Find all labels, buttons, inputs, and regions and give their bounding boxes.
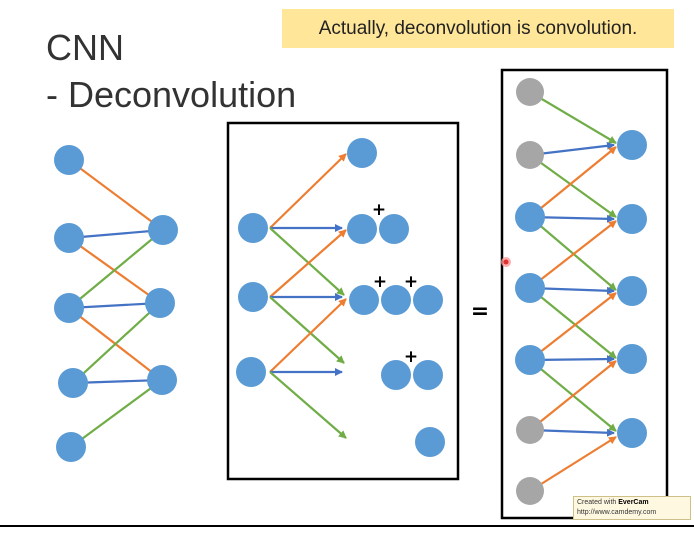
connection-arrow [269, 296, 345, 364]
middle-output-node [379, 214, 409, 244]
left-input-node [54, 145, 84, 175]
left-output-node [145, 288, 175, 318]
left-input-node [56, 432, 86, 462]
right-padding-node [516, 416, 544, 444]
connection-arrow [269, 298, 347, 373]
plus-sign: + [404, 347, 418, 367]
equals-sign: = [471, 299, 489, 324]
watermark-prefix: Created with [577, 499, 619, 506]
connection-arrow [269, 227, 345, 296]
watermark-url: http://www.camdemy.com [577, 509, 657, 516]
middle-panel-box [226, 121, 460, 481]
evercam-watermark: Created with EverCam http://www.camdemy.… [573, 496, 691, 520]
right-output-node [617, 344, 647, 374]
right-output-node [617, 418, 647, 448]
left-nodes [54, 145, 178, 462]
middle-input-node [236, 357, 266, 387]
connection-arrow [529, 154, 617, 218]
connection-arrow [269, 153, 347, 229]
plus-sign: + [404, 272, 418, 292]
middle-input-node [238, 282, 268, 312]
middle-input-node [238, 213, 268, 243]
right-padding-node [516, 477, 544, 505]
middle-connections [269, 153, 347, 439]
callout-note: Actually, deconvolution is convolution. [282, 9, 674, 48]
right-input-node [515, 345, 545, 375]
laser-pointer-dot [503, 259, 509, 265]
connection-arrow [68, 229, 164, 309]
middle-output-node [349, 285, 379, 315]
left-output-node [147, 365, 177, 395]
connection-arrow [529, 292, 617, 361]
connection-arrow [529, 146, 617, 218]
right-output-node [617, 130, 647, 160]
left-input-node [54, 293, 84, 323]
left-output-node [148, 215, 178, 245]
connection-arrow [70, 379, 163, 448]
left-input-node [54, 223, 84, 253]
right-nodes [515, 78, 647, 505]
connection-arrow [269, 229, 347, 298]
middle-output-node [347, 214, 377, 244]
middle-output-node [381, 285, 411, 315]
left-input-node [58, 368, 88, 398]
connection-arrow [529, 287, 617, 359]
connection-arrow [68, 228, 164, 240]
slide-title-line2: - Deconvolution [46, 74, 297, 115]
connection-arrow [529, 91, 617, 144]
middle-output-node [381, 360, 411, 390]
left-connections [68, 159, 164, 448]
connection-arrow [269, 371, 347, 439]
right-input-node [515, 202, 545, 232]
middle-nodes [236, 138, 445, 457]
slide-title-line1: CNN [46, 27, 124, 68]
right-output-node [617, 204, 647, 234]
right-padding-node [516, 141, 544, 169]
connection-arrow [529, 141, 615, 157]
plus-sign: + [373, 272, 387, 292]
middle-output-node [415, 427, 445, 457]
middle-output-node [347, 138, 377, 168]
right-input-node [515, 273, 545, 303]
plus-sign: + [372, 200, 386, 220]
connection-arrow [68, 159, 164, 231]
connection-arrow [68, 301, 161, 310]
middle-output-node [413, 285, 443, 315]
connection-arrow [529, 360, 617, 431]
connection-arrow [529, 220, 617, 289]
right-output-node [617, 276, 647, 306]
watermark-brand: EverCam [618, 499, 649, 506]
right-connections [529, 91, 617, 492]
middle-output-node [413, 360, 443, 390]
connection-arrow [529, 436, 617, 492]
connection-arrow [529, 428, 615, 437]
connection-arrow [72, 302, 161, 384]
right-padding-node [516, 78, 544, 106]
